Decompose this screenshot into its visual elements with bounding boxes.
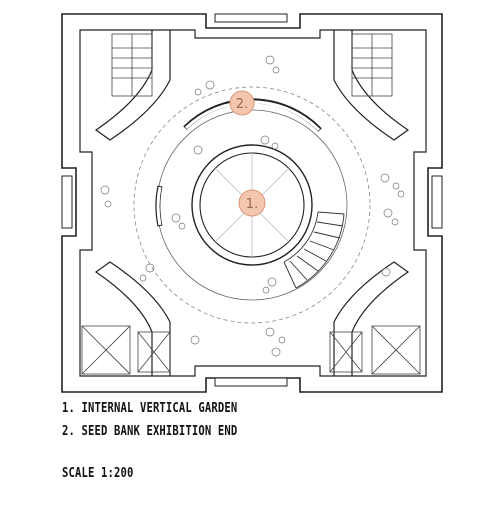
legend-item-2: 2. SEED BANK EXHIBITION END bbox=[62, 423, 238, 439]
corner-walls bbox=[94, 30, 410, 376]
stair-cores bbox=[111, 33, 393, 97]
legend-item-1: 1. INTERNAL VERTICAL GARDEN bbox=[62, 400, 238, 416]
marker-2: 2. bbox=[229, 90, 255, 116]
circulation-rings bbox=[133, 86, 371, 324]
marker-1-label: 1. bbox=[246, 197, 258, 212]
wall-openings bbox=[61, 13, 443, 387]
marker-2-label: 2. bbox=[236, 97, 248, 112]
marker-1: 1. bbox=[238, 189, 266, 217]
scale-label: SCALE 1:200 bbox=[62, 465, 134, 481]
floor-plan: 1. 2. bbox=[61, 13, 443, 393]
spiral-stair bbox=[283, 211, 345, 289]
people-figures bbox=[100, 55, 405, 357]
exterior-walls bbox=[61, 13, 443, 393]
lift-shafts bbox=[81, 325, 421, 375]
